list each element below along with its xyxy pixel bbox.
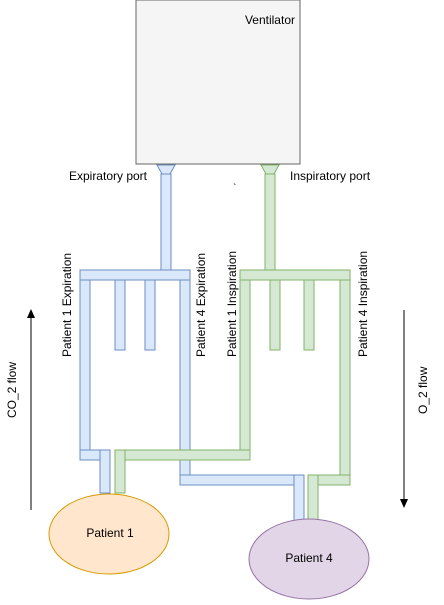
inspiratory-manifold bbox=[239, 269, 351, 281]
p4-expiration-run bbox=[179, 474, 305, 486]
inspiratory-stub-1 bbox=[269, 279, 281, 351]
inspiratory-stub-2 bbox=[303, 279, 315, 351]
co2-flow-arrow bbox=[27, 309, 35, 510]
patient-1-node bbox=[48, 493, 170, 575]
arrow-up-icon bbox=[27, 309, 35, 318]
expiratory-circuit bbox=[79, 164, 305, 522]
p1-expiration-drop bbox=[99, 449, 111, 494]
p4-inspiration-label: Patient 4 Inspiration bbox=[356, 251, 370, 357]
p1-expiration-tube bbox=[79, 279, 91, 461]
patient-4-label: Patient 4 bbox=[285, 551, 333, 565]
p4-inspiration-tube bbox=[339, 279, 351, 486]
arrow-down-icon bbox=[400, 499, 408, 508]
p1-inspiration-label: Patient 1 Inspiration bbox=[225, 251, 239, 357]
expiratory-main-tube bbox=[160, 173, 172, 272]
expiratory-manifold bbox=[79, 269, 191, 281]
ventilator-label: Ventilator bbox=[245, 13, 295, 27]
p1-inspiration-run bbox=[114, 449, 251, 461]
o2-flow-label: O_2 flow bbox=[416, 366, 430, 414]
p1-inspiration-drop bbox=[114, 449, 126, 494]
p1-inspiration-tube bbox=[239, 279, 251, 461]
inspiratory-port-funnel bbox=[260, 164, 280, 175]
patient-1-label: Patient 1 bbox=[86, 526, 134, 540]
p4-expiration-drop bbox=[293, 474, 305, 522]
p4-expiration-tube bbox=[179, 279, 191, 476]
expiratory-port-label: Expiratory port bbox=[69, 169, 148, 183]
inspiratory-circuit bbox=[114, 164, 351, 522]
expiratory-port-funnel bbox=[156, 164, 176, 175]
inspiratory-port-label: Inspiratory port bbox=[290, 169, 371, 183]
expiratory-stub-1 bbox=[114, 279, 126, 351]
p4-expiration-label: Patient 4 Expiration bbox=[194, 253, 208, 357]
ventilator-box bbox=[135, 0, 301, 165]
patient-4-node bbox=[248, 518, 370, 600]
expiratory-stub-2 bbox=[144, 279, 156, 351]
o2-flow-arrow bbox=[400, 310, 408, 508]
stray-mark: ` bbox=[233, 182, 236, 194]
inspiratory-main-tube bbox=[264, 173, 276, 272]
co2-flow-label: CO_2 flow bbox=[5, 362, 19, 418]
p4-inspiration-drop bbox=[307, 474, 319, 522]
p1-expiration-label: Patient 1 Expiration bbox=[60, 253, 74, 357]
